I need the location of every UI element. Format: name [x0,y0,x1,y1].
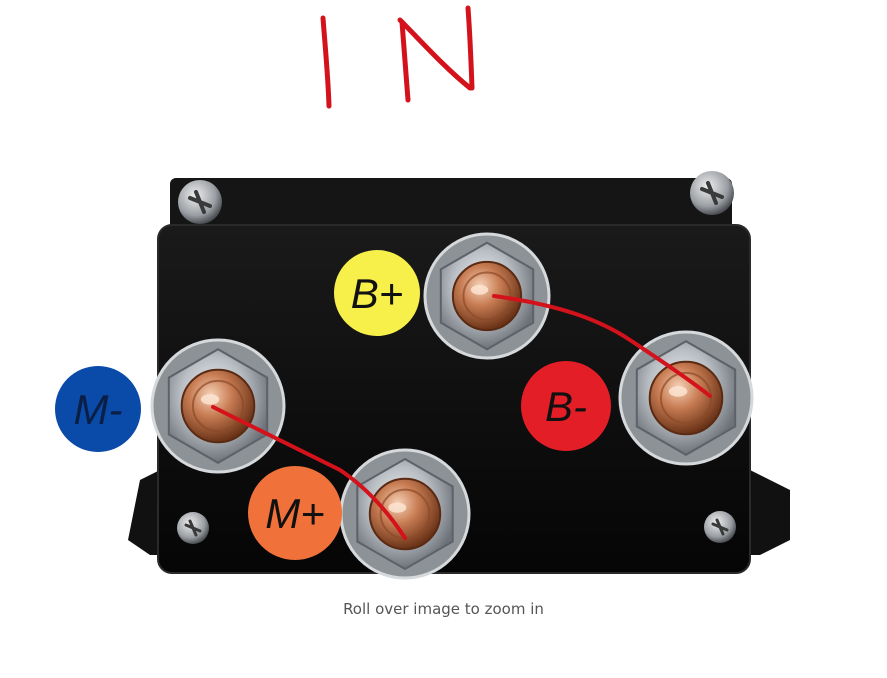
badge-m-minusplus: M+ [248,466,342,560]
handwriting-stroke [399,19,411,103]
terminal-bminus [618,330,754,466]
badge-label: B- [545,383,587,430]
handwriting-stroke [397,17,473,91]
wire-m-minus-to-m-plus [211,405,407,540]
terminal-mminus [150,338,286,474]
handwritten-in-text: IN [400,59,401,61]
screw-icon [177,512,209,544]
terminal-bplus [423,232,551,360]
screw-icon [690,171,734,215]
badge-m-minus: M- [55,366,141,452]
handwriting-stroke [320,15,332,109]
badge-label: B+ [351,270,404,317]
terminal-mplus [339,448,471,580]
handwriting-stroke [465,5,475,91]
screw-icon [178,180,222,224]
screw-icon [704,511,736,543]
handwritten-in-annotation: IN [320,5,475,109]
badge-label: M+ [265,490,325,537]
zoom-hint-text: Roll over image to zoom in [343,600,544,618]
wire-b-plus-to-b-minus [492,294,712,398]
badge-b-minusplus: B+ [334,250,420,336]
badge-label: M- [74,386,123,433]
badge-b-minus: B- [521,361,611,451]
